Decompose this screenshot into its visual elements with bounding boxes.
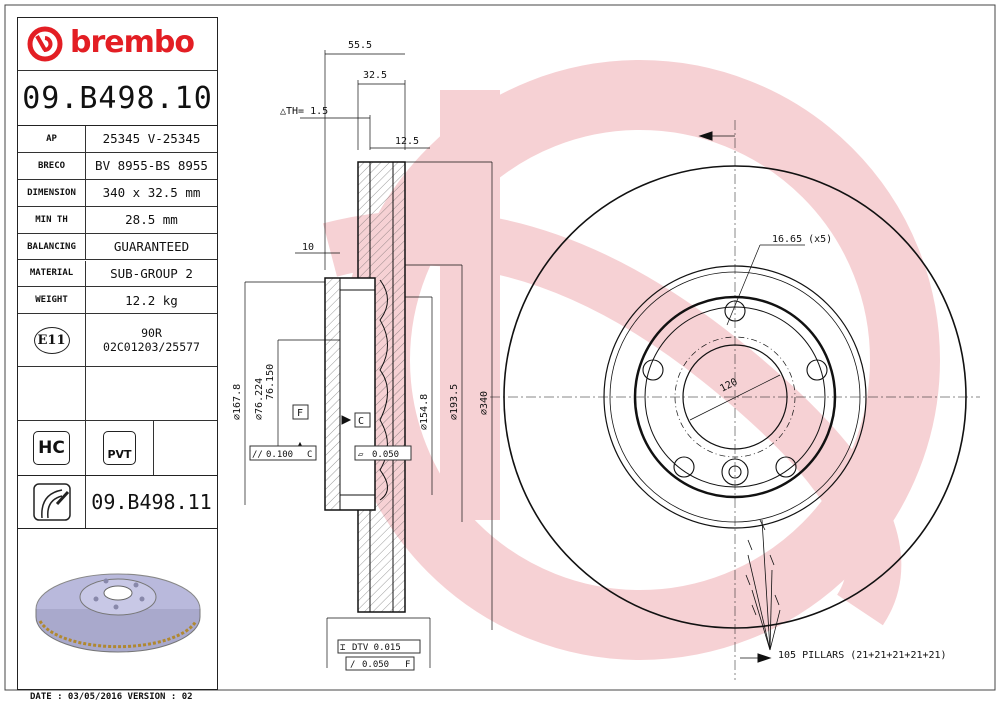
- svg-text:▱: ▱: [358, 450, 364, 460]
- disc-product-image: [35, 573, 201, 653]
- hc-badge-icon: HC: [33, 431, 70, 465]
- spec-value: SUB-GROUP 2: [110, 265, 193, 281]
- brembo-watermark: [323, 60, 940, 660]
- dim-d340: ⌀340: [479, 391, 490, 415]
- spec-row: WEIGHT 12.2 kg: [18, 287, 217, 315]
- dim-width-disc: 32.5: [363, 70, 387, 81]
- spec-row: BRECO BV 8955-BS 8955: [18, 152, 217, 180]
- alt-part-number: 09.B498.11: [91, 490, 212, 514]
- spec-value: 28.5 mm: [125, 212, 178, 228]
- spec-row: DIMENSION 340 x 32.5 mm: [18, 179, 217, 207]
- approval-line1: 90R: [141, 326, 162, 340]
- dim-d76-150: 76.150: [265, 364, 276, 400]
- svg-text:/: /: [350, 660, 355, 670]
- dim-width-total: 55.5: [348, 40, 372, 51]
- e11-mark-icon: E11: [33, 326, 70, 354]
- spec-label: AP: [18, 126, 86, 152]
- dim-d76-224: ⌀76.224: [254, 378, 265, 420]
- disc-cross-section: [244, 50, 493, 668]
- spec-row: MATERIAL SUB-GROUP 2: [18, 260, 217, 288]
- datum-f: F: [297, 408, 303, 419]
- svg-text://: //: [252, 450, 263, 460]
- pillars-label: 105 PILLARS (21+21+21+21+21): [778, 650, 947, 661]
- spec-row: AP 25345 V-25345: [18, 126, 217, 153]
- brembo-logo-icon: [27, 26, 62, 62]
- brand-logo: brembo: [18, 18, 217, 71]
- disc-front-view: [490, 120, 980, 680]
- disc-variant-icon: [32, 483, 71, 521]
- dtv-value: DTV 0.015: [352, 643, 401, 653]
- datum-c: C: [358, 416, 364, 427]
- bolt-hole-label: 16.65 (x5): [772, 234, 832, 245]
- spec-label: MATERIAL: [18, 260, 86, 287]
- svg-text:⌶: ⌶: [340, 643, 346, 653]
- spec-value: 12.2 kg: [125, 292, 178, 308]
- dim-delta-th: △TH= 1.5: [280, 106, 328, 117]
- runout-ref: F: [405, 660, 410, 670]
- spec-label: MIN TH: [18, 206, 86, 233]
- flatness-value: 0.050: [372, 450, 399, 460]
- spec-row: MIN TH 28.5 mm: [18, 206, 217, 234]
- parallelism-ref: C: [307, 450, 312, 460]
- empty-row: [18, 367, 217, 421]
- spec-row: BALANCING GUARANTEED: [18, 233, 217, 261]
- runout-value: 0.050: [362, 660, 389, 670]
- dim-d167: ⌀167.8: [232, 384, 243, 420]
- spec-label: BALANCING: [18, 233, 86, 260]
- part-number: 09.B498.10: [18, 71, 217, 126]
- spec-label: DIMENSION: [18, 179, 86, 206]
- approval-row: E11 90R 02C01203/25577: [18, 314, 217, 367]
- spec-value: 25345 V-25345: [102, 131, 201, 147]
- date-version: DATE : 03/05/2016 VERSION : 02: [30, 692, 193, 702]
- spec-label: WEIGHT: [18, 287, 86, 314]
- spec-value: BV 8955-BS 8955: [95, 158, 208, 174]
- dim-d154: ⌀154.8: [419, 394, 430, 430]
- pvt-badge-icon: PVT: [103, 431, 136, 465]
- dimension-labels: 55.5 32.5 △TH= 1.5 12.5 10 ⌀167.8 ⌀76.22…: [232, 40, 947, 671]
- dim-hat: 10: [302, 242, 314, 253]
- approval-line2: 02C01203/25577: [103, 340, 200, 354]
- spec-value: 340 x 32.5 mm: [102, 185, 201, 201]
- dim-d193: ⌀193.5: [449, 384, 460, 420]
- alt-part-row: 09.B498.11: [18, 476, 217, 529]
- sheet-border: [4, 4, 996, 691]
- badge-row: HC PVT: [18, 421, 217, 476]
- spec-value: GUARANTEED: [113, 239, 190, 255]
- brand-name: brembo: [70, 25, 195, 60]
- parallelism-value: 0.100: [266, 450, 293, 460]
- dim-channel: 12.5: [395, 136, 419, 147]
- spec-label: BRECO: [18, 152, 86, 179]
